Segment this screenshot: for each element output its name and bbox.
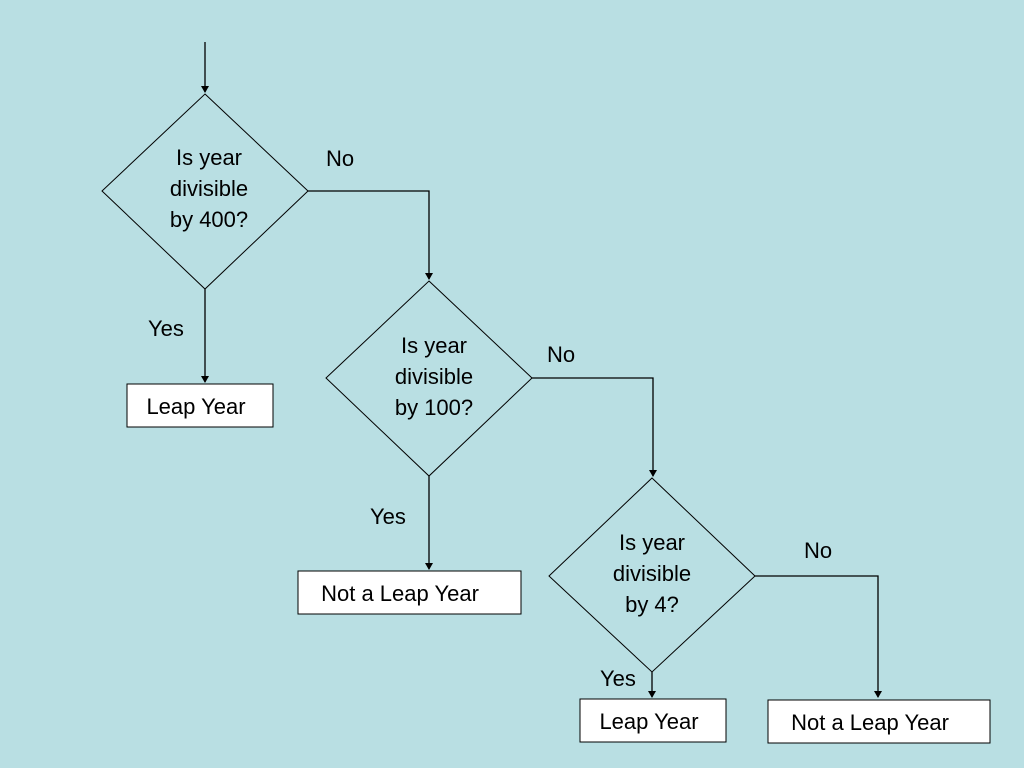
no-connector <box>755 575 882 698</box>
outcome-box <box>297 570 522 615</box>
yes-label: Yes <box>370 504 406 529</box>
outcome-label: Leap Year <box>599 709 698 734</box>
no-label: No <box>547 342 575 367</box>
decision-text-line: divisible <box>170 176 248 201</box>
outcome-leap-year: Leap Year <box>126 383 274 428</box>
decision-text-line: by 100? <box>395 395 473 420</box>
outcome-not-leap-year: Not a Leap Year <box>767 699 991 744</box>
outcome-label: Not a Leap Year <box>321 581 479 606</box>
no-connector <box>532 377 657 477</box>
no-label: No <box>804 538 832 563</box>
outcome-box <box>767 699 991 744</box>
outcome-box <box>579 698 727 743</box>
decision-text-line: Is year <box>401 333 467 358</box>
decision-text-line: divisible <box>395 364 473 389</box>
outcome-box <box>126 383 274 428</box>
outcome-not-leap-year: Not a Leap Year <box>297 570 522 615</box>
yes-label: Yes <box>600 666 636 691</box>
outcome-label: Leap Year <box>146 394 245 419</box>
decision-text-line: by 4? <box>625 592 679 617</box>
decision-text-line: divisible <box>613 561 691 586</box>
decision-text-line: by 400? <box>170 207 248 232</box>
yes-label: Yes <box>148 316 184 341</box>
decision-divisible-4: Is year divisible by 4? <box>548 477 756 673</box>
decision-text-line: Is year <box>176 145 242 170</box>
outcome-leap-year: Leap Year <box>579 698 727 743</box>
decision-divisible-400: Is year divisible by 400? <box>101 93 309 290</box>
decision-text-line: Is year <box>619 530 685 555</box>
no-connector <box>308 190 433 280</box>
no-label: No <box>326 146 354 171</box>
decision-divisible-100: Is year divisible by 100? <box>325 280 533 477</box>
outcome-label: Not a Leap Year <box>791 710 949 735</box>
